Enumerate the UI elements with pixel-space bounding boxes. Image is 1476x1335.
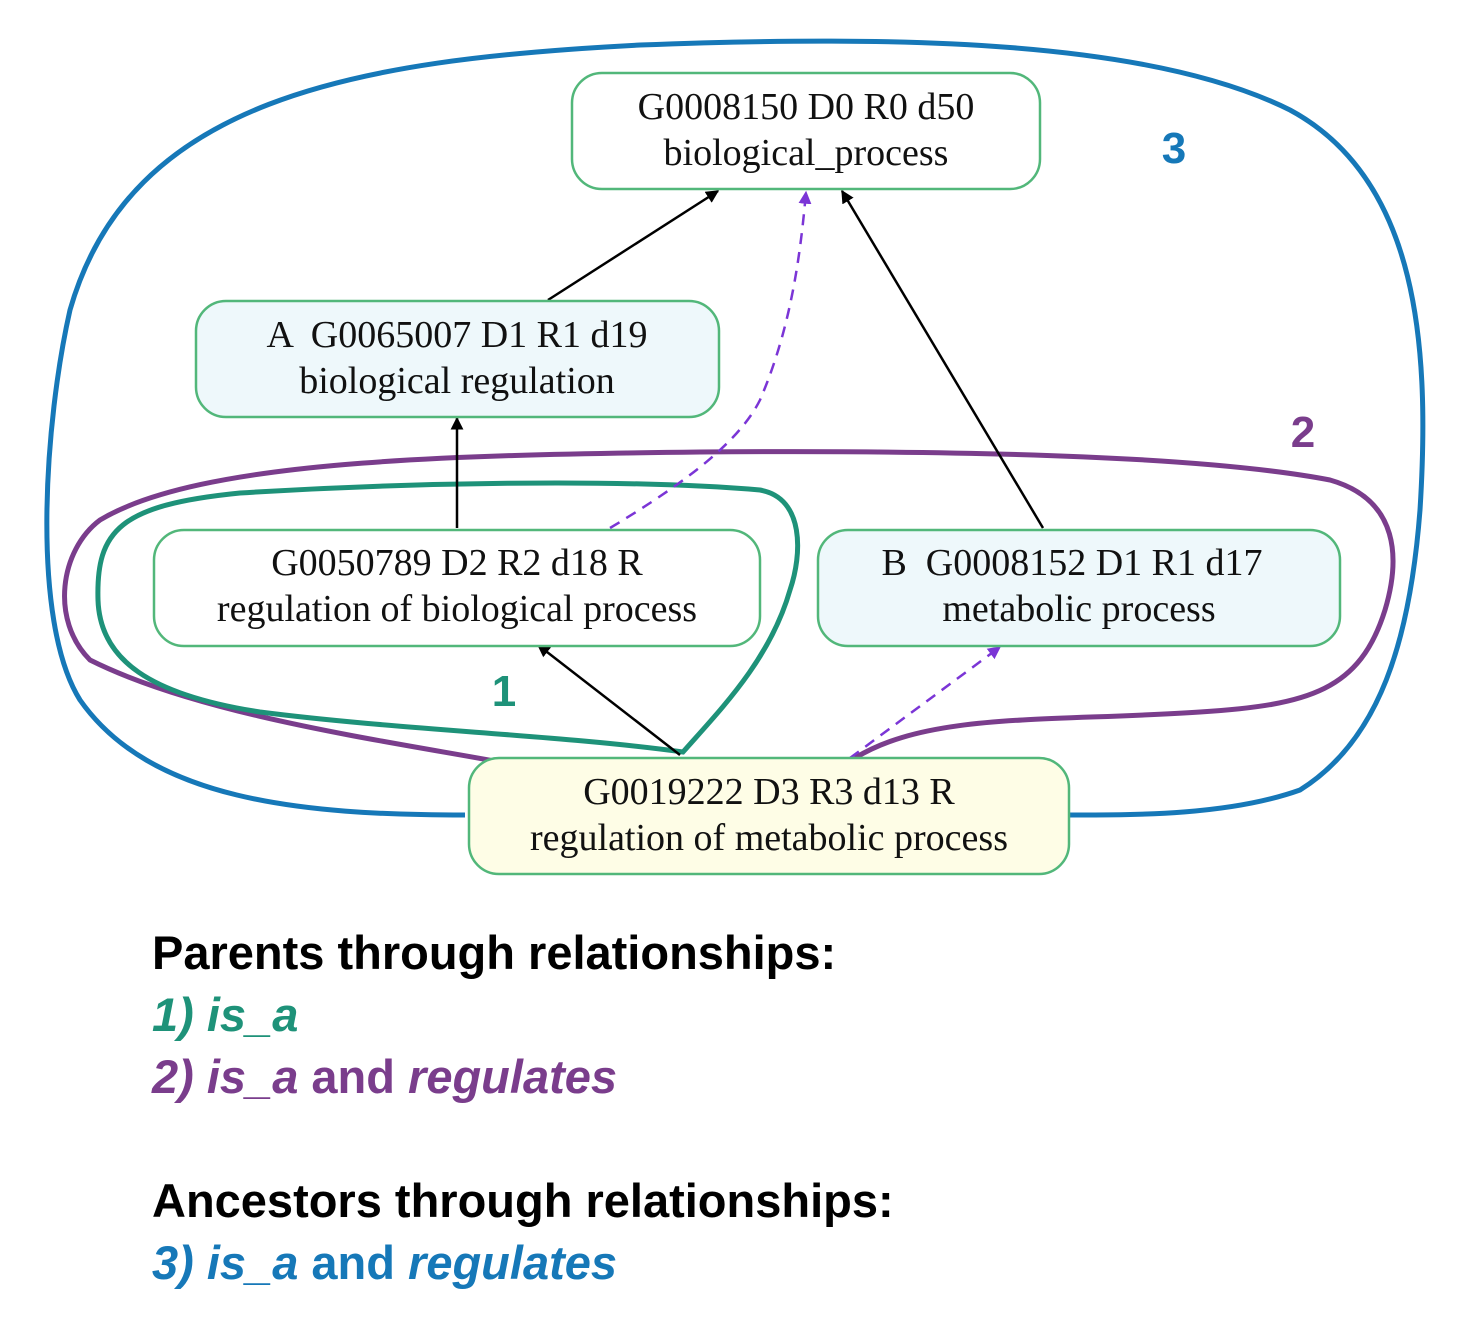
legend-item-1: 1) is_a — [152, 984, 894, 1046]
node-regulation-of-metabolic-process-name: regulation of metabolic process — [530, 817, 1008, 859]
edge-19222-regulates-8152 — [849, 645, 1002, 760]
legend-item-2-and: and — [311, 1050, 395, 1103]
legend-item-3-and: and — [311, 1236, 395, 1289]
legend-item-2: 2) is_a and regulates — [152, 1046, 894, 1108]
group-3-number: 3 — [1162, 124, 1186, 173]
legend-item-3: 3) is_a and regulates — [152, 1232, 894, 1294]
parents-heading: Parents through relationships: — [152, 926, 837, 979]
node-metabolic-process-name: metabolic process — [942, 588, 1215, 630]
node-regulation-of-biological-process: G0050789 D2 R2 d18 R regulation of biolo… — [152, 528, 762, 648]
legend-item-1-num: 1) — [152, 988, 194, 1041]
node-regulation-of-biological-process-id: G0050789 D2 R2 d18 R — [271, 542, 643, 584]
ancestors-heading: Ancestors through relationships: — [152, 1174, 894, 1227]
node-regulation-of-metabolic-process-id: G0019222 D3 R3 d13 R — [583, 771, 955, 813]
node-metabolic-process: B G0008152 D1 R1 d17 metabolic process — [816, 528, 1342, 648]
legend-spacer — [152, 1108, 894, 1170]
edge-8152-to-8150 — [840, 189, 1045, 529]
group-2-number: 2 — [1291, 408, 1315, 457]
legend-item-2-rel2: regulates — [408, 1050, 618, 1103]
go-dag-diagram: G0008150 D0 R0 d50 biological_process A … — [44, 38, 1426, 876]
node-biological-process-id: G0008150 D0 R0 d50 — [638, 86, 975, 128]
edge-65007-to-8150 — [547, 189, 720, 302]
node-regulation-of-biological-process-name: regulation of biological process — [217, 588, 697, 630]
legend-item-3-rel1: is_a — [206, 1236, 299, 1289]
group-1-outline — [95, 480, 801, 755]
group-2-outline — [62, 449, 1396, 765]
node-biological-process: G0008150 D0 R0 d50 biological_process — [570, 71, 1042, 191]
node-metabolic-process-id: B G0008152 D1 R1 d17 — [881, 542, 1262, 584]
legend-item-2-num: 2) — [152, 1050, 194, 1103]
node-biological-regulation: A G0065007 D1 R1 d19 biological regulati… — [194, 299, 721, 419]
edge-19222-to-50789 — [536, 644, 681, 756]
legend: Parents through relationships: 1) is_a 2… — [152, 922, 894, 1294]
legend-item-3-rel2: regulates — [408, 1236, 618, 1289]
node-biological-regulation-id: A G0065007 D1 R1 d19 — [266, 314, 647, 356]
group-3-outline — [44, 38, 1426, 818]
edge-50789-regulates-8150 — [609, 190, 812, 530]
legend-item-1-rel: is_a — [206, 988, 299, 1041]
node-regulation-of-metabolic-process: G0019222 D3 R3 d13 R regulation of metab… — [467, 756, 1071, 876]
group-1-number: 1 — [492, 667, 516, 716]
node-biological-process-name: biological_process — [664, 132, 949, 174]
legend-item-3-num: 3) — [152, 1236, 194, 1289]
node-biological-regulation-name: biological regulation — [299, 360, 615, 402]
legend-item-2-rel1: is_a — [206, 1050, 299, 1103]
